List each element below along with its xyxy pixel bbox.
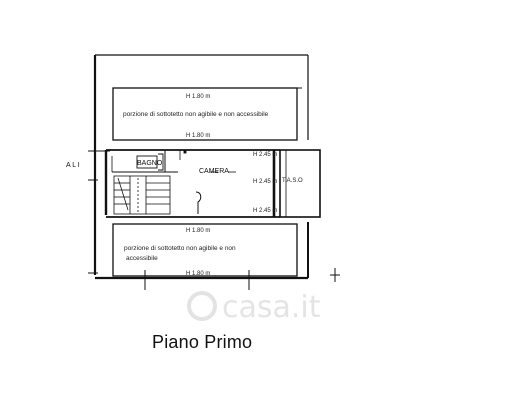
camera-label: CAMERA — [199, 168, 229, 175]
top-portion-label: porzione di sottotetto non agibile e non… — [123, 111, 269, 118]
height-top-b: H 1.80 m — [186, 133, 210, 139]
bottom-attic-room — [112, 223, 298, 277]
right-room-label: T.A.S.O — [282, 178, 303, 184]
bagno-fixture — [136, 149, 236, 214]
height-mid-b: H 2.45 m — [253, 179, 277, 185]
height-top-a: H 1.80 m — [186, 94, 210, 100]
outer-walls — [93, 54, 309, 280]
watermark: casa.it — [187, 290, 321, 325]
bagno-label: BAGNO — [137, 160, 163, 167]
staircase — [113, 175, 171, 215]
middle-floor-walls — [104, 149, 321, 218]
top-attic-room — [112, 87, 302, 141]
height-mid-a: H 2.45 m — [253, 152, 277, 158]
height-mid-c: H 2.45 m — [253, 208, 277, 214]
side-label: A L I — [66, 162, 80, 169]
height-bot-a: H 1.80 m — [186, 228, 210, 234]
bottom-portion-label-line2: accessibile — [126, 255, 158, 262]
bottom-portion-label-line1: porzione di sottotetto non agibile e non — [124, 245, 236, 252]
plan-title: Piano Primo — [152, 332, 253, 352]
watermark-logo-icon — [187, 291, 217, 321]
wall-marks — [88, 150, 340, 290]
height-bot-b: H 1.80 m — [186, 271, 210, 277]
watermark-text: casa.it — [222, 290, 321, 325]
